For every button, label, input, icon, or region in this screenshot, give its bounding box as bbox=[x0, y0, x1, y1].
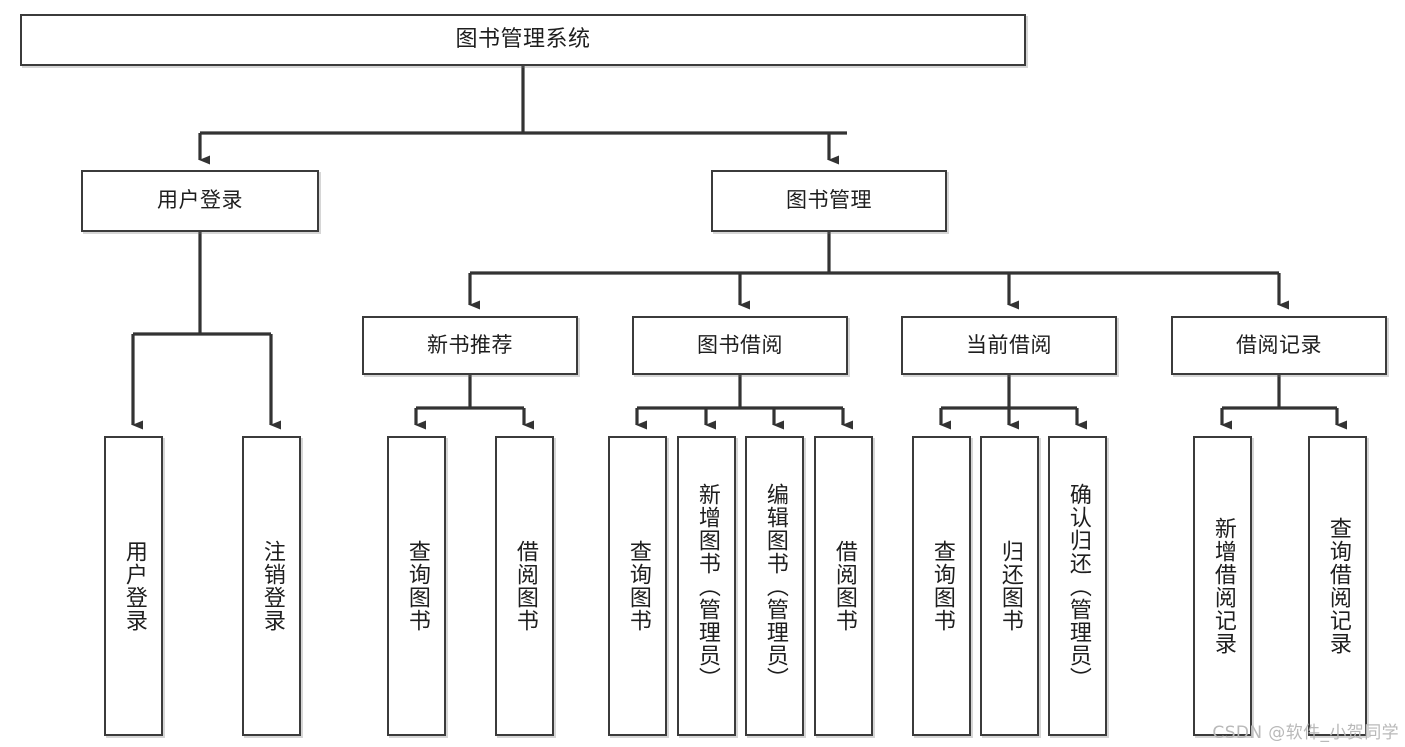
leaf-borrow-book[interactable]: 借阅图书 bbox=[814, 436, 873, 736]
node-root-system[interactable]: 图书管理系统 bbox=[20, 14, 1026, 66]
leaf-add-borrow-record[interactable]: 新增借阅记录 bbox=[1193, 436, 1252, 736]
node-borrow-record[interactable]: 借阅记录 bbox=[1171, 316, 1387, 375]
node-label: 用户登录 bbox=[157, 188, 243, 213]
leaf-logout-login[interactable]: 注销登录 bbox=[242, 436, 301, 736]
node-label: 借阅记录 bbox=[1236, 332, 1322, 357]
node-book-management[interactable]: 图书管理 bbox=[711, 170, 947, 232]
node-label: 查询图书 bbox=[404, 540, 430, 632]
leaf-confirm-return[interactable]: 确认归还（管理员） bbox=[1048, 436, 1107, 736]
leaf-query-book-recommend[interactable]: 查询图书 bbox=[387, 436, 446, 736]
leaf-query-borrow-record[interactable]: 查询借阅记录 bbox=[1308, 436, 1367, 736]
node-label: 新增借阅记录 bbox=[1210, 517, 1236, 655]
node-label: 新增图书（管理员） bbox=[694, 482, 720, 690]
node-new-book-recommend[interactable]: 新书推荐 bbox=[362, 316, 578, 375]
node-book-borrow[interactable]: 图书借阅 bbox=[632, 316, 848, 375]
leaf-return-book[interactable]: 归还图书 bbox=[980, 436, 1039, 736]
node-label: 图书借阅 bbox=[697, 332, 783, 357]
node-label: 查询借阅记录 bbox=[1325, 517, 1351, 655]
leaf-query-book-borrow[interactable]: 查询图书 bbox=[608, 436, 667, 736]
node-label: 编辑图书（管理员） bbox=[762, 482, 788, 690]
leaf-add-book[interactable]: 新增图书（管理员） bbox=[677, 436, 736, 736]
leaf-edit-book[interactable]: 编辑图书（管理员） bbox=[745, 436, 804, 736]
node-label: 注销登录 bbox=[259, 540, 285, 632]
node-current-borrow[interactable]: 当前借阅 bbox=[901, 316, 1117, 375]
node-label: 确认归还（管理员） bbox=[1065, 482, 1091, 690]
node-user-login[interactable]: 用户登录 bbox=[81, 170, 319, 232]
leaf-query-book-current[interactable]: 查询图书 bbox=[912, 436, 971, 736]
node-label: 借阅图书 bbox=[512, 540, 538, 632]
node-label: 查询图书 bbox=[625, 540, 651, 632]
leaf-borrow-book-recommend[interactable]: 借阅图书 bbox=[495, 436, 554, 736]
csdn-watermark: CSDN @软件_小贺同学 bbox=[1212, 723, 1399, 743]
node-label: 归还图书 bbox=[997, 540, 1023, 632]
node-label: 当前借阅 bbox=[966, 332, 1052, 357]
node-label: 借阅图书 bbox=[831, 540, 857, 632]
node-label: 新书推荐 bbox=[427, 332, 513, 357]
node-label: 图书管理系统 bbox=[455, 26, 591, 52]
node-label: 查询图书 bbox=[929, 540, 955, 632]
node-label: 用户登录 bbox=[121, 540, 147, 632]
leaf-user-login[interactable]: 用户登录 bbox=[104, 436, 163, 736]
node-label: 图书管理 bbox=[786, 188, 872, 213]
